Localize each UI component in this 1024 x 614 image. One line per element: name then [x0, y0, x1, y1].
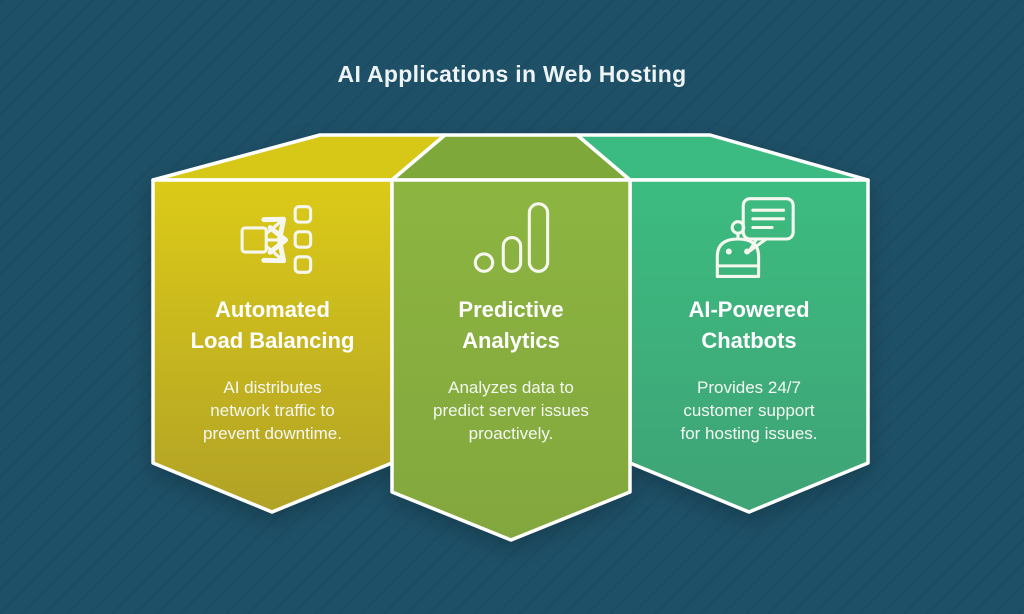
heading-line: AI-Powered — [688, 297, 810, 322]
card-description: AI distributes network traffic to preven… — [203, 376, 342, 445]
card-heading: Predictive Analytics — [458, 294, 563, 356]
description-line: prevent downtime. — [203, 424, 342, 443]
heading-line: Load Balancing — [190, 328, 355, 353]
description-line: network traffic to — [210, 401, 335, 420]
card-heading: Automated Load Balancing — [191, 294, 355, 356]
banner-panel-1 — [151, 178, 394, 514]
chatbot-icon — [715, 197, 795, 278]
description-line: Analyzes data to — [448, 378, 574, 397]
card-description: Provides 24/7 customer support for hosti… — [680, 376, 817, 445]
load-balancer-icon — [240, 205, 312, 274]
card-heading: AI-Powered Chatbots — [688, 294, 809, 356]
icon-box — [229, 194, 317, 284]
heading-line: Automated — [215, 297, 330, 322]
description-line: for hosting issues. — [680, 424, 818, 443]
card-description: Analyzes data to predict server issues p… — [433, 376, 589, 445]
card-predictive-analytics: Predictive Analytics Analyzes data to pr… — [392, 194, 630, 445]
description-line: proactively. — [468, 424, 554, 443]
analytics-chart-icon — [473, 202, 550, 273]
description-line: predict server issues — [433, 401, 589, 420]
card-ai-powered-chatbots: AI-Powered Chatbots Provides 24/7 custom… — [630, 194, 868, 445]
heading-line: Chatbots — [701, 328, 797, 353]
description-line: customer support — [683, 401, 815, 420]
page-title: AI Applications in Web Hosting — [337, 61, 687, 87]
description-line: AI distributes — [223, 378, 322, 397]
card-automated-load-balancing: Automated Load Balancing AI distributes … — [153, 194, 392, 445]
heading-line: Analytics — [462, 328, 560, 353]
icon-box — [467, 194, 555, 284]
heading-line: Predictive — [458, 297, 564, 322]
description-line: Provides 24/7 — [697, 378, 801, 397]
banner-panel-2 — [390, 178, 632, 542]
icon-box — [701, 194, 797, 284]
